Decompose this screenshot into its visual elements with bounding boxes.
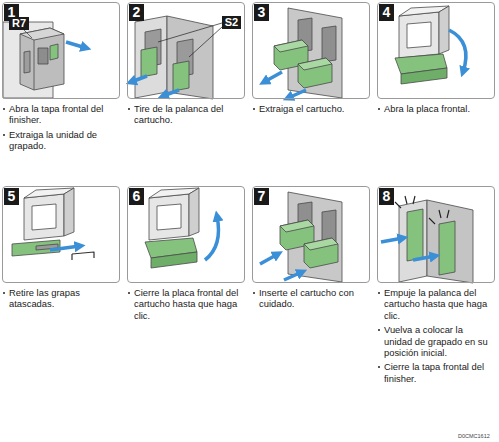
- instruction-item: Inserte el cartucho con cuidado.: [252, 287, 368, 310]
- faceplate-open-illustration: [395, 6, 466, 84]
- step-instruction: Cierre la placa frontal del cartucho has…: [134, 287, 238, 321]
- step-panel: 4Abra la placa frontal.: [377, 2, 495, 99]
- callout-label: S2: [222, 16, 241, 29]
- bullet-dot: [128, 108, 130, 110]
- step-number: 4: [379, 4, 394, 21]
- step-caption: Abra la placa frontal.: [377, 103, 493, 117]
- step-panel: 7Inserte el cartucho con cuidado.: [252, 186, 370, 283]
- step-caption: Tire de la palanca del cartucho.: [127, 103, 243, 129]
- bullet-dot: [378, 329, 380, 331]
- step-panel: 8Empuje la palanca del cartucho hasta qu…: [377, 186, 495, 283]
- step-number: 8: [379, 188, 394, 205]
- bullet-dot: [253, 292, 255, 294]
- instruction-item: Abra la tapa frontal del finisher.: [2, 103, 118, 126]
- instruction-item: Empuje la palanca del cartucho hasta que…: [377, 287, 493, 321]
- bullet-dot: [378, 366, 380, 368]
- step-instruction: Vuelva a colocar la unidad de grapado en…: [384, 324, 488, 358]
- step-instruction: Tire de la palanca del cartucho.: [134, 103, 223, 125]
- step-instruction: Empuje la palanca del cartucho hasta que…: [384, 287, 487, 321]
- lever-push-illustration: [381, 196, 473, 283]
- figure-code: D0CMC1612: [458, 433, 490, 440]
- step-caption: Abra la tapa frontal del finisher. Extrai…: [2, 103, 118, 155]
- instruction-item: Cierre la placa frontal del cartucho has…: [127, 287, 243, 321]
- step-caption: Inserte el cartucho con cuidado.: [252, 287, 368, 313]
- instruction-item: Tire de la palanca del cartucho.: [127, 103, 243, 126]
- step-instruction: Abra la tapa frontal del finisher.: [9, 103, 103, 125]
- instruction-item: Retire las grapas atascadas.: [2, 287, 118, 310]
- bullet-dot: [253, 108, 255, 110]
- step-caption: Retire las grapas atascadas.: [2, 287, 118, 313]
- instruction-item: Extraiga el cartucho.: [252, 103, 368, 114]
- step-instruction: Retire las grapas atascadas.: [9, 287, 80, 309]
- step-instruction: Inserte el cartucho con cuidado.: [259, 287, 354, 309]
- step-panel: 3Extraiga el cartucho.: [252, 2, 370, 99]
- cartridge-insert-illustration: [260, 192, 342, 282]
- instruction-item: Vuelva a colocar la unidad de grapado en…: [377, 324, 493, 358]
- step-number: 3: [254, 4, 269, 21]
- step-panel: 5Retire las grapas atascadas.: [2, 186, 120, 283]
- lever-illustration: [131, 16, 222, 99]
- bullet-dot: [378, 292, 380, 294]
- finisher-illustration: [3, 22, 86, 98]
- step-number: 7: [254, 188, 269, 205]
- step-panel: 6Cierre la placa frontal del cartucho ha…: [127, 186, 245, 283]
- step-caption: Extraiga el cartucho.: [252, 103, 368, 117]
- instruction-item: Cierre la tapa frontal del finisher.: [377, 361, 493, 384]
- step-caption: Cierre la placa frontal del cartucho has…: [127, 287, 243, 324]
- bullet-dot: [3, 108, 5, 110]
- staple-remove-illustration: [12, 188, 94, 260]
- step-number: 5: [4, 188, 19, 205]
- step-instruction: Cierre la tapa frontal del finisher.: [384, 361, 484, 383]
- bullet-dot: [3, 292, 5, 294]
- step-number: 2: [129, 4, 144, 21]
- step-number: 6: [129, 188, 144, 205]
- callout-label: R7: [9, 17, 29, 30]
- instruction-item: Extraiga la unidad de grapado.: [2, 129, 118, 152]
- step-caption: Empuje la palanca del cartucho hasta que…: [377, 287, 493, 387]
- step-instruction: Extraiga el cartucho.: [259, 103, 344, 114]
- step-instruction: Extraiga la unidad de grapado.: [9, 129, 97, 151]
- bullet-dot: [378, 108, 380, 110]
- bullet-dot: [128, 292, 130, 294]
- faceplate-close-illustration: [145, 188, 219, 268]
- step-instruction: Abra la placa frontal.: [384, 103, 470, 114]
- bullet-dot: [3, 134, 5, 136]
- instruction-item: Abra la placa frontal.: [377, 103, 493, 114]
- cartridge-out-illustration: [264, 8, 342, 98]
